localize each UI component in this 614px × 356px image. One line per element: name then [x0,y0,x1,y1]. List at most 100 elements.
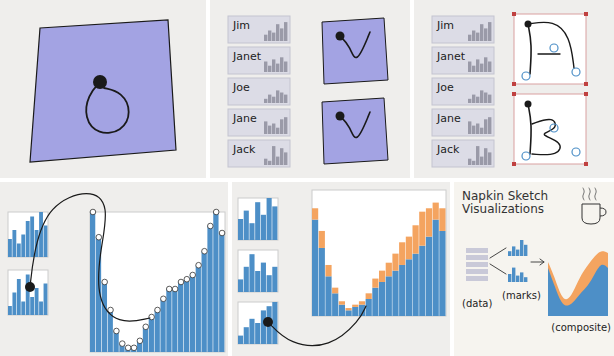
napkin-canvas [322,18,388,84]
panel-ground [210,0,410,178]
stack-bar [413,254,419,316]
stack-bar [426,208,432,236]
stack-bar [366,299,372,316]
napkin-canvas [30,20,176,162]
pen-stroke [528,104,531,154]
resize-handle [584,12,588,16]
stack-bar [406,259,412,316]
histogram [90,212,224,352]
stack-bar [312,220,318,316]
row-name: Jane [437,113,461,125]
stack-bar [392,254,398,271]
pen-stroke [340,32,370,57]
stack-bar [439,231,445,316]
control-point [572,68,580,76]
chart-frame [90,212,225,352]
pen-stroke [583,188,584,200]
histogram [508,268,527,282]
histogram [8,270,48,315]
control-point [550,44,558,52]
stack-bar [366,293,372,299]
stack-bar [433,220,439,316]
data-row [466,255,488,260]
pen-stroke [595,188,596,200]
data-row [466,276,488,281]
data-row [466,269,488,274]
mark-circle [102,279,108,285]
pen-stroke [268,306,366,345]
mark-circle [184,276,190,282]
pen-dot [25,282,35,292]
pen-dot [93,75,107,89]
data-row [228,78,290,105]
panel-ground [454,182,614,356]
row-name: Joe [437,82,454,94]
histogram [508,240,527,256]
stack-bar [346,308,352,310]
mark-circle [190,272,196,278]
sketch-title: Napkin Sketch Visualizations [462,190,574,216]
pen-stroke [538,53,560,54]
caption-note: (marks) [502,290,541,301]
stack-bar [312,208,318,219]
mark-circle [131,345,137,351]
data-row [432,109,494,136]
histogram [468,117,491,134]
mark-circle [90,209,96,215]
resize-handle [584,82,588,86]
stack-bar [419,212,425,246]
pen-stroke [528,22,574,68]
mark-circle [208,223,214,229]
mark-circle [202,248,208,254]
pen-dot [336,112,345,121]
pen-dot [525,21,532,28]
chart-frame [312,190,446,316]
stack-bar [352,305,358,307]
pen-stroke [86,82,128,133]
row-name: Jack [437,144,459,156]
stack-bar [386,263,392,277]
mark-circle [114,328,120,334]
control-point [550,124,558,132]
row-name: Jim [233,20,250,32]
histogram [264,22,287,41]
data-row [432,140,494,167]
pen-stroke [531,262,544,263]
resize-handle [512,162,516,166]
pen-stroke [528,24,531,74]
control-point [522,152,530,160]
stack-bar [359,301,365,304]
panel-ground [232,182,450,356]
histogram [264,90,287,103]
histogram [468,22,491,41]
histogram [264,57,287,72]
panel-ground [0,182,228,356]
panel-ground [0,0,206,178]
resize-handle [584,92,588,96]
stack-bar [372,279,378,288]
pen-stroke [490,248,506,258]
resize-handle [512,92,516,96]
stack-bar [352,307,358,316]
composite-area [548,251,608,316]
pen-stroke [540,259,544,265]
stack-bar [439,208,445,231]
pen-stroke [589,188,590,200]
data-row [228,16,290,43]
stack-bar [325,276,331,316]
histogram [238,302,278,344]
control-point [522,72,530,80]
data-row [228,109,290,136]
row-name: Jane [233,113,257,125]
histogram [264,117,287,134]
histogram [264,146,287,165]
mark-circle [196,262,202,268]
resize-handle [512,12,516,16]
mark-circle [172,286,178,292]
mark-circle [96,234,102,240]
histogram [8,212,48,257]
histogram [238,250,278,292]
pen-stroke [490,264,506,274]
stack-bar [319,231,325,248]
caption-note: (composite) [551,322,611,333]
